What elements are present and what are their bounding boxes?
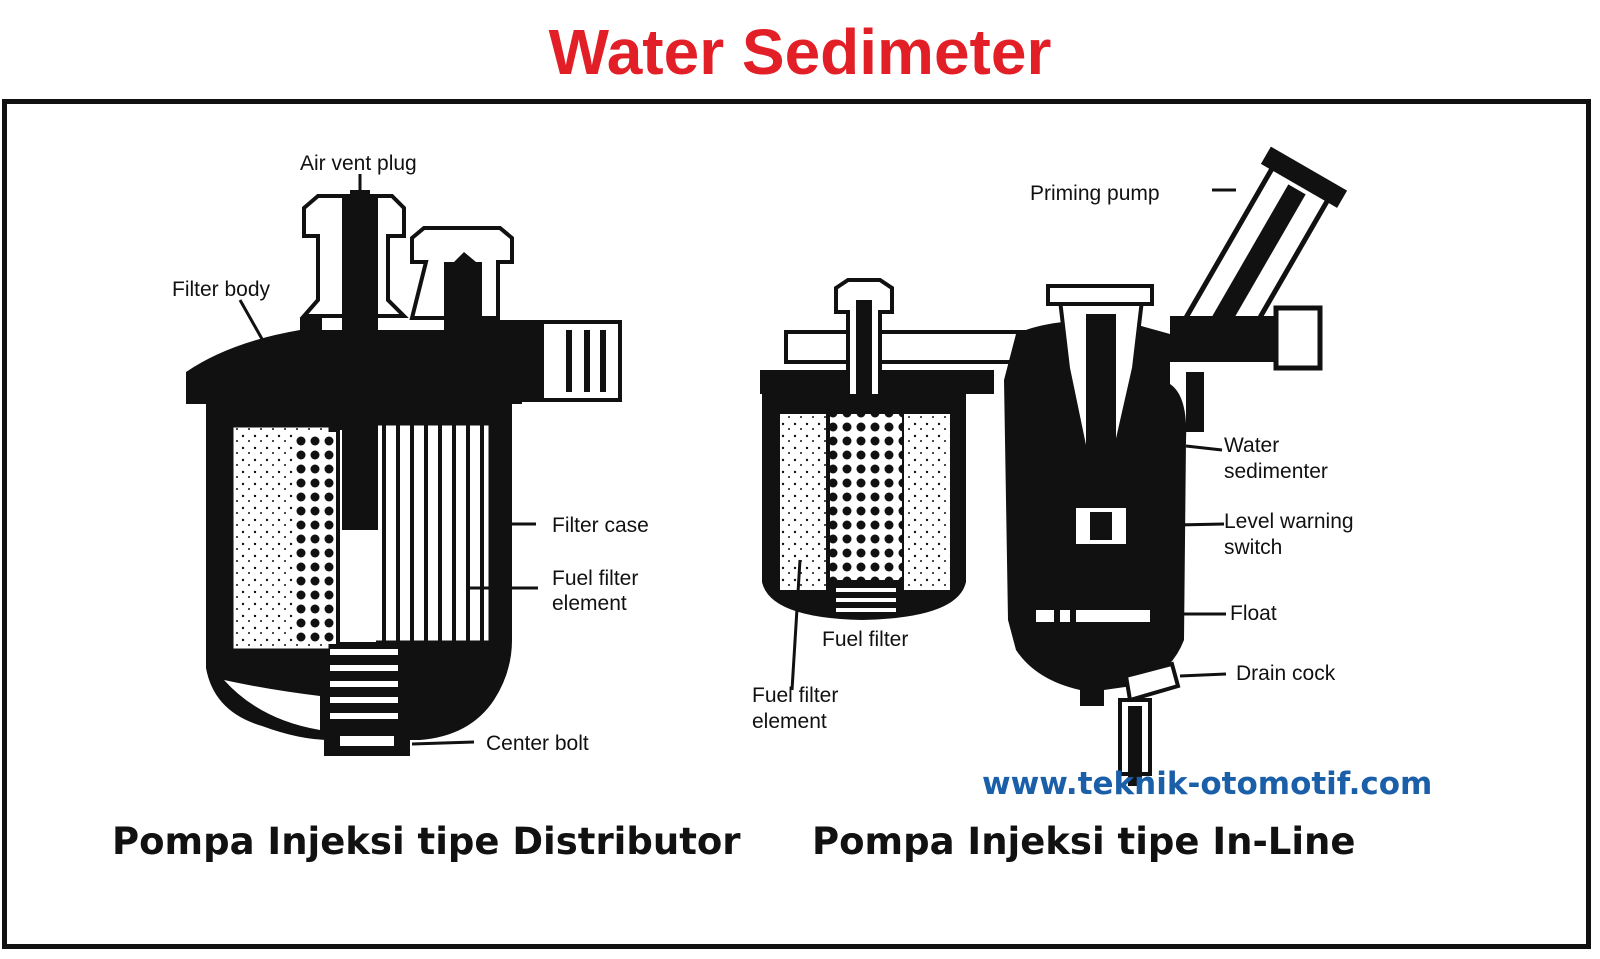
drain-cock-shape [1123,661,1181,703]
label-fuel-filter-element-right-2: element [752,710,827,733]
diagram-frame [2,99,1591,949]
label-water-sedimenter-2: sedimenter [1224,460,1328,483]
distributor-type-filter [186,190,622,756]
label-fuel-filter-element-left-2: element [552,592,627,615]
label-filter-body: Filter body [172,278,271,301]
label-fuel-filter-element-left-1: Fuel filter [552,567,638,590]
left-leader-lines [238,174,538,746]
label-water-sedimenter-1: Water [1224,434,1279,457]
label-priming-pump: Priming pump [1030,182,1160,205]
label-level-warning-switch-1: Level warning [1224,510,1354,533]
label-filter-case: Filter case [552,514,649,537]
center-spring [330,649,398,719]
label-float: Float [1230,602,1277,625]
priming-pump-shape [1181,146,1348,355]
label-center-bolt: Center bolt [486,732,589,755]
label-drain-cock: Drain cock [1236,662,1336,685]
float-shape [1036,610,1150,622]
website-url: www.teknik-otomotif.com [982,766,1433,802]
label-fuel-filter-element-right-1: Fuel filter [752,684,838,707]
in-line-type-filter [760,146,1348,786]
caption-distributor-type: Pompa Injeksi tipe Distributor [112,820,741,863]
label-fuel-filter: Fuel filter [822,628,908,651]
label-air-vent-plug: Air vent plug [300,152,417,175]
page-title: Water Sedimeter [548,16,1052,88]
label-level-warning-switch-2: switch [1224,536,1282,559]
caption-in-line-type: Pompa Injeksi tipe In-Line [812,820,1356,863]
right-leader-lines [790,188,1236,691]
